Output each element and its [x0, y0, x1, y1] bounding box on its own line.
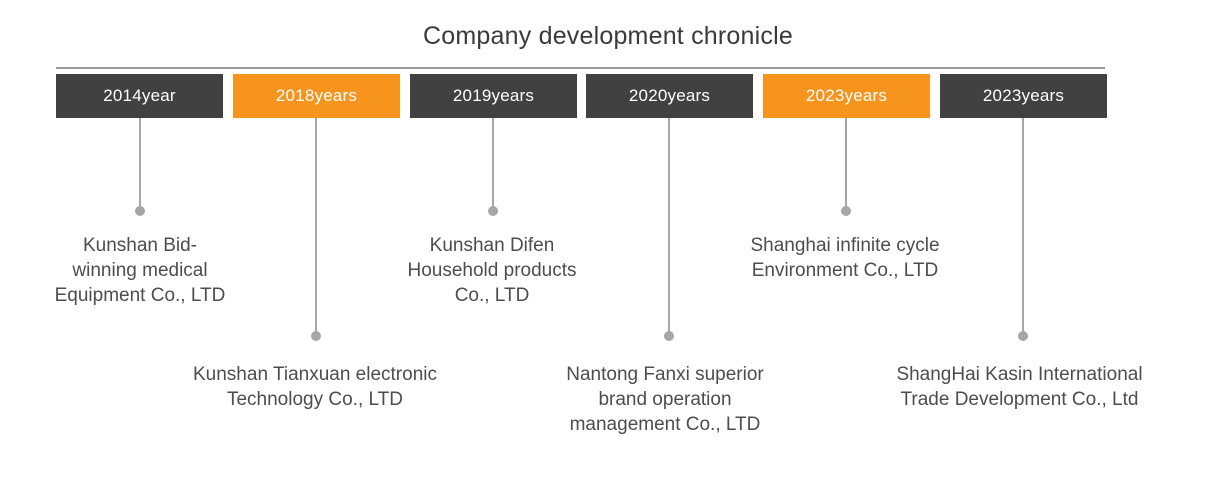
milestone-description-3: Kunshan Difen Household products Co., LT… [407, 235, 577, 306]
page-title: Company development chronicle [423, 22, 793, 50]
connector-stem-2 [315, 118, 317, 336]
timeline-axis-rule [56, 67, 1105, 69]
year-box-5[interactable]: 2023years [763, 74, 930, 118]
connector-dot-4 [664, 331, 674, 341]
year-box-6[interactable]: 2023years [940, 74, 1107, 118]
connector-stem-6 [1022, 118, 1024, 336]
year-box-4[interactable]: 2020years [586, 74, 753, 118]
connector-stem-4 [668, 118, 670, 336]
milestone-description-4: Nantong Fanxi superior brand operation m… [566, 364, 764, 435]
connector-stem-1 [139, 118, 141, 211]
connector-stem-3 [492, 118, 494, 211]
milestone-description-2: Kunshan Tianxuan electronic Technology C… [193, 364, 437, 410]
year-box-2[interactable]: 2018years [233, 74, 400, 118]
year-box-1[interactable]: 2014year [56, 74, 223, 118]
connector-dot-3 [488, 206, 498, 216]
connector-dot-2 [311, 331, 321, 341]
connector-dot-1 [135, 206, 145, 216]
connector-stem-5 [845, 118, 847, 211]
connector-dot-5 [841, 206, 851, 216]
milestone-description-1: Kunshan Bid- winning medical Equipment C… [54, 235, 226, 306]
connector-dot-6 [1018, 331, 1028, 341]
year-box-3[interactable]: 2019years [410, 74, 577, 118]
milestone-description-5: Shanghai infinite cycle Environment Co.,… [750, 235, 940, 281]
milestone-description-6: ShangHai Kasin International Trade Devel… [896, 364, 1143, 410]
